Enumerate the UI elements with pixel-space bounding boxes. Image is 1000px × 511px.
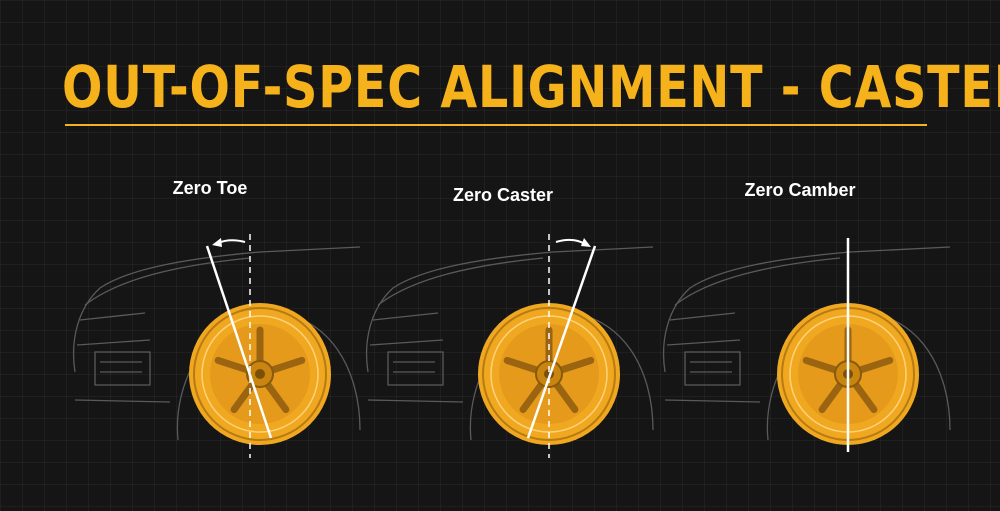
panel-zero-toe: Zero Toe [60, 140, 361, 511]
curved-arrow-icon [212, 238, 246, 247]
wheel [478, 303, 620, 445]
car-wheel-diagram [72, 234, 361, 458]
tilt-indicator-line [526, 245, 597, 439]
curved-arrow-icon [555, 238, 591, 247]
car-wheel-diagram [662, 238, 951, 452]
panel-label: Zero Caster [452, 185, 554, 205]
panel-label: Zero Toe [172, 178, 248, 198]
car-wheel-diagram [365, 234, 654, 458]
panel-label: Zero Camber [744, 180, 856, 200]
tilt-indicator-line [205, 245, 273, 439]
panel-zero-caster: Zero Caster [353, 140, 654, 511]
wheel [189, 303, 331, 445]
page-title: OUT-OF-SPEC ALIGNMENT - CASTER [62, 53, 1000, 121]
panel-zero-camber: Zero Camber [650, 140, 951, 511]
title-underline [65, 124, 927, 126]
